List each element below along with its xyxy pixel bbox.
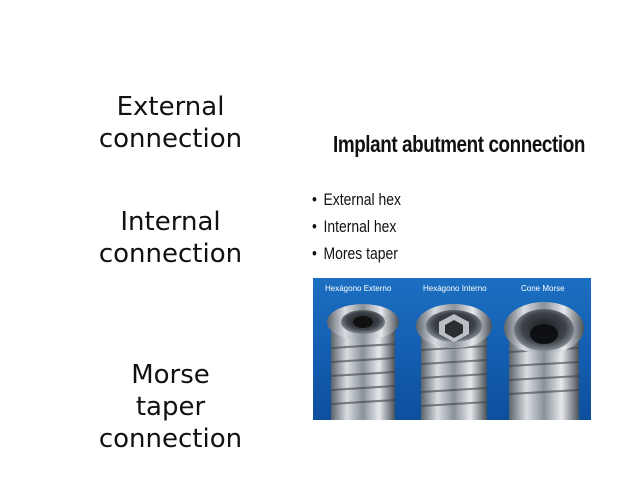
internal-connection-label: Internal connection (98, 207, 243, 269)
bullet-item: •Mores taper (312, 244, 398, 263)
morse-taper-implant (504, 302, 584, 420)
internal-hex-implant (416, 304, 492, 420)
bullet-icon: • (312, 244, 317, 263)
bullet-item: •Internal hex (312, 217, 397, 236)
caption-external-hex: Hexágono Externo (325, 284, 392, 293)
slide-title: Implant abutment connection (333, 131, 585, 157)
left-labels: External connection Internal connection … (88, 0, 253, 478)
morse-taper-connection-label: Morse taper connection (98, 360, 243, 454)
caption-cone-morse: Cone Morse (521, 284, 565, 293)
bullet-item: •External hex (312, 190, 401, 209)
bullet-icon: • (312, 190, 317, 209)
bullet-list: •External hex •Internal hex •Mores taper (312, 190, 421, 271)
implant-connections-photo: Hexágono Externo Hexágono Interno Cone M… (313, 278, 591, 420)
caption-internal-hex: Hexágono Interno (423, 284, 487, 293)
external-connection-label: External connection (98, 92, 243, 154)
bullet-icon: • (312, 217, 317, 236)
implant-illustration (327, 302, 584, 420)
external-hex-implant (327, 304, 399, 420)
